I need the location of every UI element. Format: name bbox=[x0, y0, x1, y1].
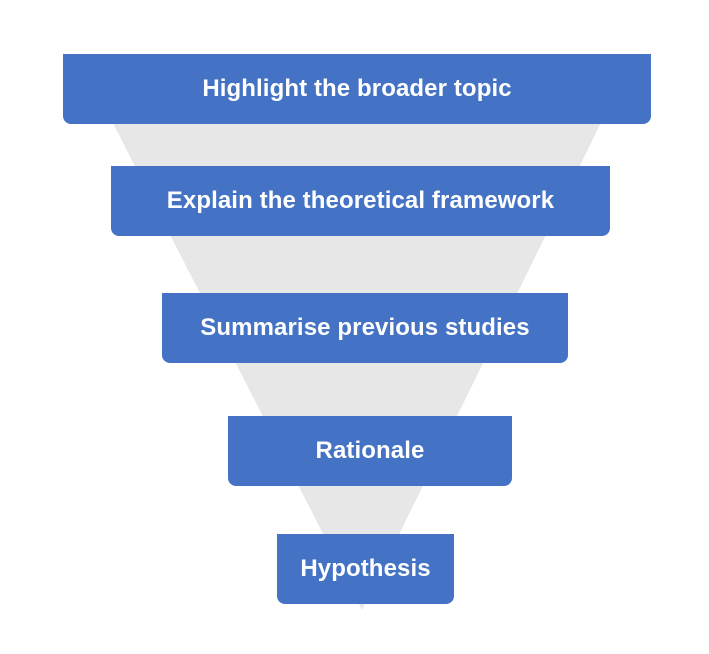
stage-highlight-broader-topic: Highlight the broader topic bbox=[63, 54, 651, 124]
stage-label: Highlight the broader topic bbox=[202, 75, 512, 102]
stage-summarise-previous-studies: Summarise previous studies bbox=[162, 293, 568, 363]
stage-label: Explain the theoretical framework bbox=[166, 187, 555, 214]
stage-label: Rationale bbox=[315, 437, 425, 464]
stage-hypothesis: Hypothesis bbox=[277, 534, 454, 604]
stage-explain-theoretical-framework: Explain the theoretical framework bbox=[111, 166, 610, 236]
stage-label: Summarise previous studies bbox=[200, 314, 530, 341]
stage-label: Hypothesis bbox=[300, 555, 431, 582]
stage-rationale: Rationale bbox=[228, 416, 512, 486]
